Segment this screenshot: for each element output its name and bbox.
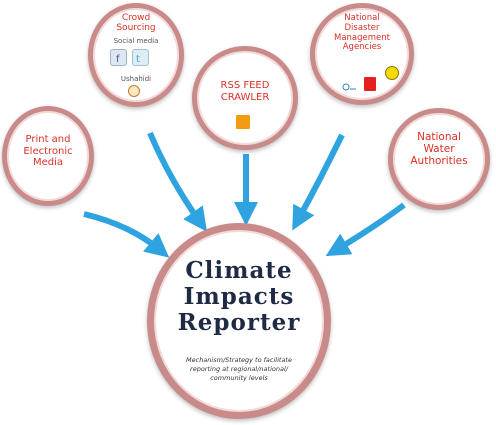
red-square-icon <box>364 77 376 91</box>
main-title: Climate Impacts Reporter <box>177 257 301 336</box>
rss-crawler-node <box>192 46 298 150</box>
arrow-water-to-main <box>325 202 406 257</box>
ushahidi-label: Ushahidi <box>120 75 152 83</box>
print-media-title: Print and Electronic Media <box>23 134 73 168</box>
climate-impacts-reporter-node <box>147 223 331 419</box>
water-authorities-title: National Water Authorities <box>410 131 468 168</box>
arrow-print-to-main <box>83 211 170 258</box>
social-media-label: Social media <box>113 37 159 45</box>
twitter-icon: t <box>132 49 149 66</box>
print-media-node <box>2 106 94 206</box>
crowd-sourcing-title: Crowd Sourcing <box>116 13 156 34</box>
ushahidi-icon <box>128 85 140 97</box>
disaster-agencies-title: National Disaster Management Agencies <box>334 13 390 53</box>
disaster-agencies-node <box>310 3 414 105</box>
agency-logo-icon <box>342 78 356 91</box>
facebook-icon: f <box>110 49 127 66</box>
hazard-icon <box>385 66 399 80</box>
main-subtitle: Mechanism/Strategy to facilitate reporti… <box>186 356 292 382</box>
arrow-crowd-to-main <box>147 131 207 232</box>
svg-text:f: f <box>116 54 120 65</box>
arrow-disaster-to-main <box>292 133 345 231</box>
rss-crawler-title: RSS FEED CRAWLER <box>220 80 270 103</box>
water-authorities-node <box>388 108 490 210</box>
rss-icon <box>236 115 250 129</box>
svg-text:t: t <box>136 54 140 65</box>
